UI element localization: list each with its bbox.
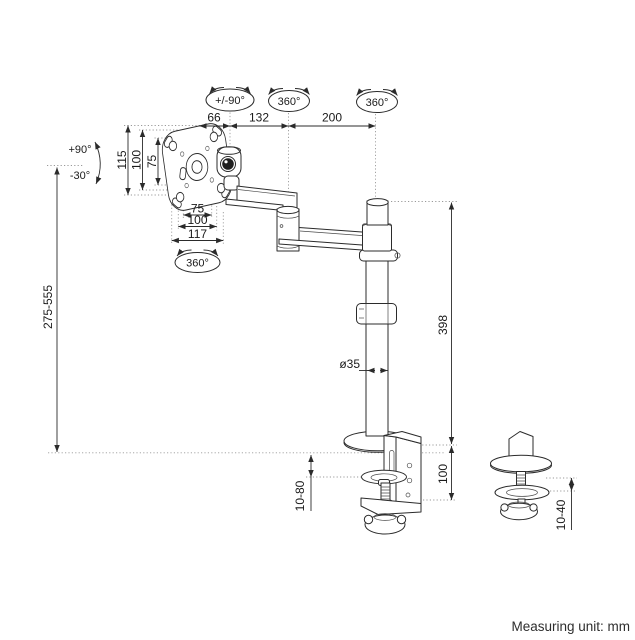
dim-label-plate-width: 117 (188, 227, 207, 241)
measuring-unit-label: Measuring unit: mm (511, 619, 630, 634)
pole-collar (359, 249, 398, 262)
dim-label-pole-diameter: ø35 (339, 357, 360, 371)
dim-label-pole-height: 398 (436, 315, 450, 335)
rotation-label-head-swivel: +/-90° (215, 95, 245, 107)
dim-label-clamp-height: 100 (436, 464, 450, 484)
dim-label-arm-rear: 200 (322, 111, 342, 125)
pole (356, 198, 401, 437)
rotation-badge-arm-joint: 360° (268, 89, 310, 112)
rotation-badge-head-swivel: +/-90° (205, 88, 255, 112)
rotation-annotations: +/-90° 360° 360° 360° +90° -30° (68, 88, 398, 273)
dim-label-height-range: 275-555 (41, 285, 55, 329)
dim-label-arm-mid: 132 (249, 111, 269, 125)
monitor-arm-drawing (161, 123, 422, 535)
clamp-knob (363, 513, 407, 535)
dim-label-vesa-v75: 75 (145, 155, 159, 169)
dim-label-clamp-thickness: 10-80 (293, 480, 307, 511)
dim-label-vesa-h75: 75 (191, 202, 205, 216)
rotation-badge-pole: 360° (356, 90, 398, 113)
dim-plate-vertical: 115 100 75 (115, 125, 161, 195)
arm-segment-1 (225, 185, 298, 211)
grommet-disc (490, 454, 552, 473)
tension-lever (179, 167, 187, 181)
grommet-mount-drawing (490, 431, 552, 521)
desk-clamp (360, 431, 422, 535)
clamp-jaw (360, 497, 422, 515)
tilt-annotation: +90° -30° (68, 141, 102, 185)
dim-clamp-thickness: 10-80 (293, 455, 314, 511)
extension-lines (47, 112, 577, 501)
rotation-badge-vesa: 360° (174, 250, 221, 273)
dim-label-grommet-thickness: 10-40 (554, 499, 568, 530)
dim-clamp-height: 100 (436, 446, 455, 500)
dim-label-arm-front: 66 (207, 111, 221, 125)
tilt-head (216, 146, 242, 191)
dim-label-vesa-h100: 100 (187, 213, 207, 227)
rotation-label-vesa: 360° (186, 258, 209, 270)
tilt-label-up: +90° (68, 144, 91, 156)
dim-plate-horizontal: 75 100 117 (171, 202, 224, 244)
cable-clip (356, 303, 397, 325)
dim-height-range: 275-555 (41, 167, 60, 452)
dim-label-plate-height: 115 (115, 150, 129, 169)
tilt-arc (94, 141, 102, 185)
rotation-label-pole: 360° (366, 97, 389, 109)
dim-pole-diameter: ø35 (339, 357, 388, 374)
grommet-knob (500, 501, 538, 521)
tilt-label-down: -30° (70, 170, 90, 182)
dim-label-vesa-v100: 100 (130, 150, 144, 170)
rotation-label-arm-joint: 360° (278, 96, 301, 108)
vesa-plate (161, 123, 233, 211)
dim-top-chain: 66 132 200 (199, 111, 376, 129)
collar-screw (394, 252, 401, 259)
grommet-ring (494, 484, 550, 501)
dim-pole-height: 398 (436, 202, 455, 444)
dim-grommet-thickness: 10-40 (554, 478, 575, 530)
